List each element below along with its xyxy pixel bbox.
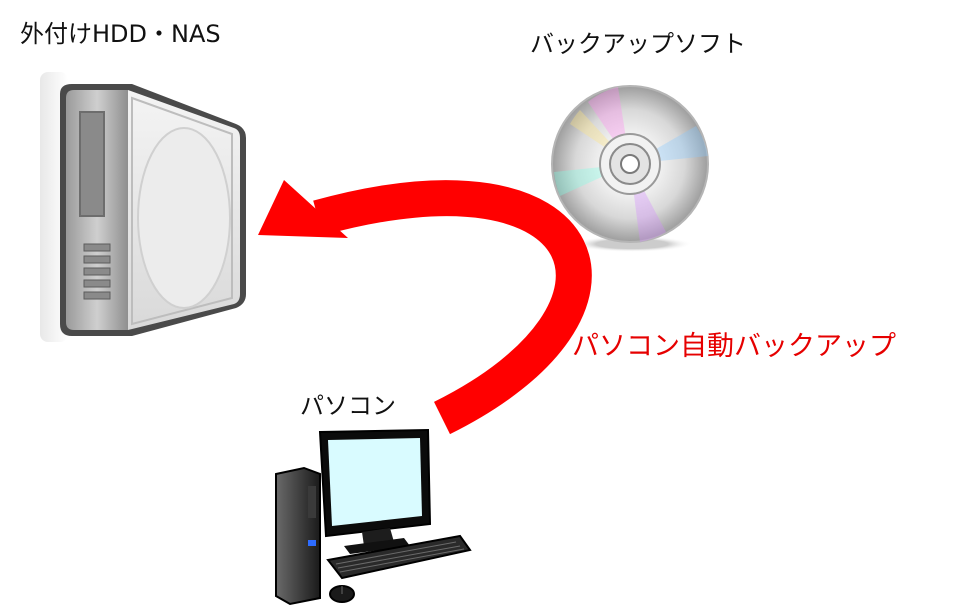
- backup-software-label: バックアップソフト: [530, 30, 746, 58]
- pc-label: パソコン: [300, 392, 396, 420]
- backup-disc-icon: [551, 85, 709, 252]
- auto-backup-label: パソコン自動バックアップ: [572, 331, 896, 362]
- hdd-nas-label: 外付けHDD・NAS: [20, 20, 221, 48]
- external-drive-icon: [40, 72, 246, 342]
- desktop-pc-icon: [275, 428, 472, 605]
